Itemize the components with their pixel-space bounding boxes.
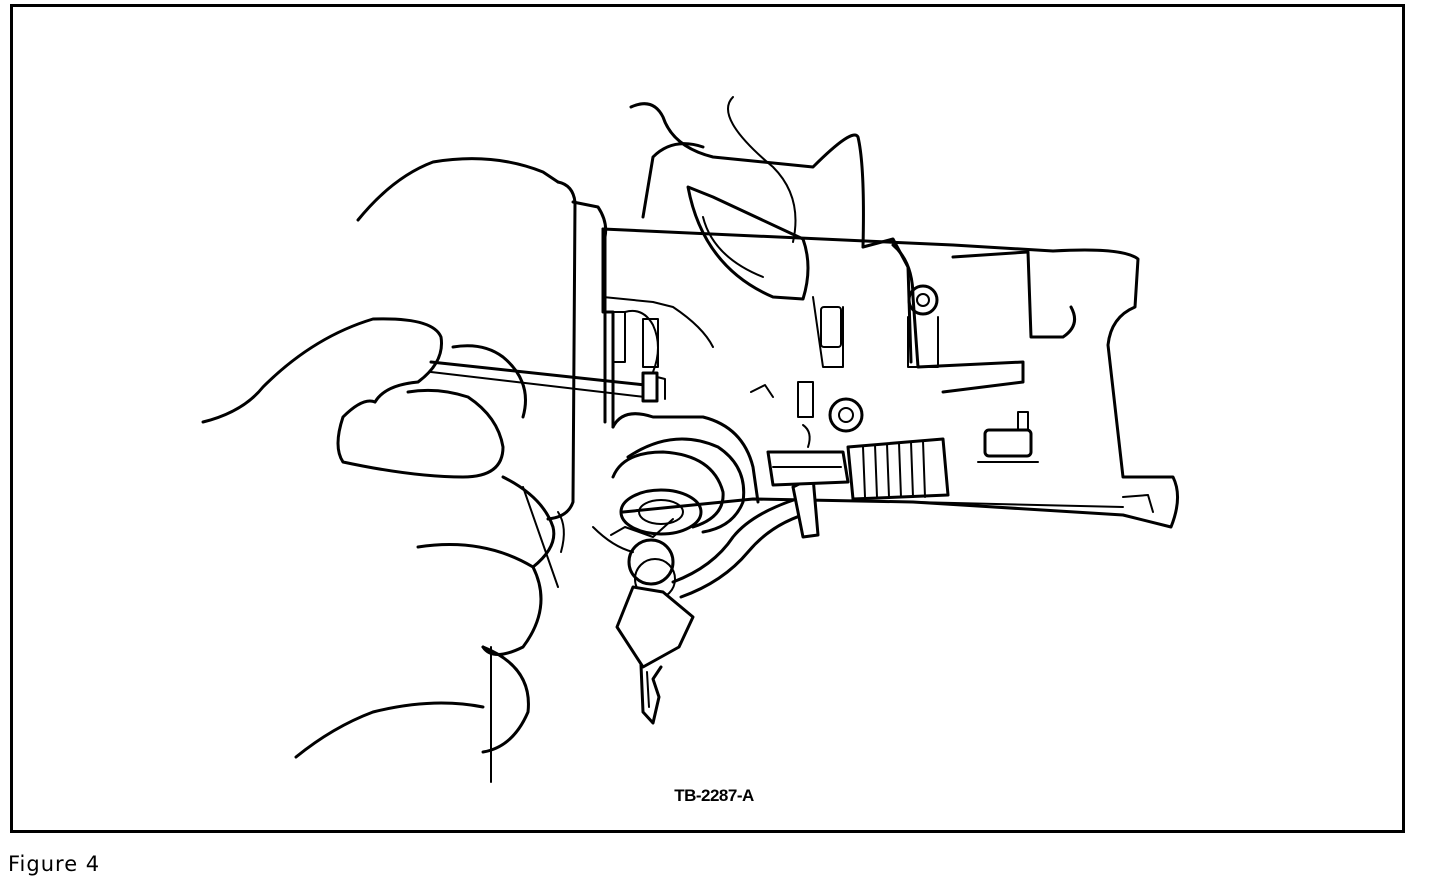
mounting-screw [907,284,939,368]
retaining-pin-tool [429,360,666,403]
steering-shaft-hub [546,180,714,521]
pivot-bolt [750,381,864,448]
figure-caption: Figure 4 [8,852,101,876]
lock-cylinder-housing [592,412,760,553]
figure-frame: TB-2287-A [10,4,1405,833]
drawing-code-label: TB-2287-A [674,786,754,805]
left-hand-holding-tool [201,157,565,783]
coil-spring-boot [846,437,950,501]
ignition-lock-cylinder-removal-illustration [201,96,1179,783]
wiring-harness [671,450,850,599]
ignition-key [615,538,695,725]
upper-bracket [629,96,913,368]
